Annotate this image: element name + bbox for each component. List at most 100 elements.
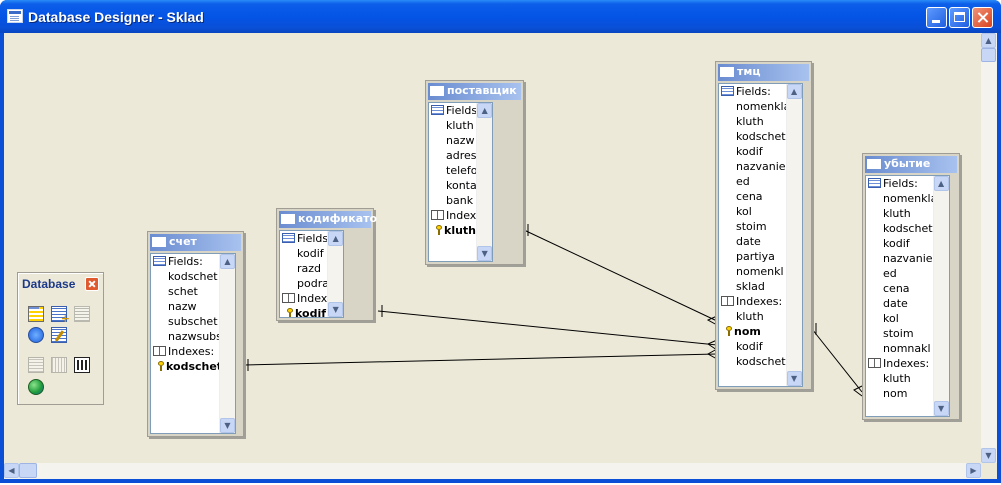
index-item[interactable]: nom (719, 324, 802, 339)
list-item[interactable]: nazvanie (883, 252, 933, 265)
delete-field-icon[interactable] (74, 306, 90, 322)
list-item[interactable]: partiya (736, 250, 775, 263)
globe-icon[interactable] (28, 379, 44, 395)
palette-header[interactable]: Database (20, 275, 101, 293)
list-item[interactable]: date (736, 235, 761, 248)
scroll-left-icon[interactable]: ◀ (4, 463, 19, 478)
database-palette[interactable]: Database (17, 272, 104, 405)
vertical-scrollbar[interactable]: ▲ ▼ (981, 33, 997, 463)
scroll-up-icon[interactable]: ▲ (786, 84, 802, 99)
list-item[interactable]: nazw (168, 300, 197, 313)
app-icon[interactable] (7, 9, 23, 23)
list-item[interactable]: ed (883, 267, 897, 280)
list-item[interactable]: sklad (736, 280, 765, 293)
table-field-list[interactable]: Fields: kluth nazw adres telefon kontact… (428, 102, 494, 262)
table-field-list[interactable]: Fields: nomenklatu kluth kodschet kodif … (865, 175, 950, 417)
diagram-canvas[interactable]: счет Fields: kodschet schet nazw subsche… (4, 33, 981, 463)
list-item[interactable]: nomenklatu (736, 100, 802, 113)
list-item[interactable]: ed (736, 175, 750, 188)
minimize-button[interactable] (926, 7, 947, 28)
list-item[interactable]: nomenkl (736, 265, 784, 278)
table-header[interactable]: тмц (718, 64, 809, 81)
disabled-tool-icon[interactable] (28, 357, 44, 373)
add-field-icon[interactable] (51, 306, 70, 325)
edit-table-icon[interactable] (51, 327, 67, 343)
scroll-right-icon[interactable]: ▶ (966, 463, 981, 478)
maximize-button[interactable] (949, 7, 970, 28)
palette-close-icon[interactable] (85, 277, 99, 291)
scroll-down-icon[interactable]: ▼ (477, 246, 493, 261)
list-item[interactable]: subschet (168, 315, 218, 328)
list-item[interactable]: stoim (883, 327, 914, 340)
table-scrollbar[interactable]: ▲ ▼ (218, 254, 235, 433)
index-item[interactable]: nom (883, 387, 908, 400)
table-scrollbar[interactable]: ▲ ▼ (932, 176, 949, 416)
table-scrollbar[interactable]: ▲ ▼ (785, 84, 802, 386)
table-header[interactable]: убытие (865, 156, 957, 173)
list-item[interactable]: kol (736, 205, 752, 218)
table-ubytie[interactable]: убытие Fields: nomenklatu kluth kodschet… (862, 153, 960, 420)
list-item[interactable]: kodif (883, 237, 910, 250)
list-item[interactable]: kluth (446, 119, 474, 132)
scroll-down-icon[interactable]: ▼ (219, 418, 235, 433)
table-field-list[interactable]: Fields: nomenklatu kluth kodschet kodif … (718, 83, 803, 387)
add-link-icon[interactable] (28, 327, 44, 343)
table-scrollbar[interactable]: ▲ ▼ (476, 103, 493, 261)
scroll-up-icon[interactable]: ▲ (981, 33, 996, 48)
list-item[interactable]: kodif (297, 247, 324, 260)
list-item[interactable]: nazw (446, 134, 475, 147)
list-item[interactable]: nazvanie (736, 160, 786, 173)
list-item[interactable]: date (883, 297, 908, 310)
scroll-up-icon[interactable]: ▲ (933, 176, 949, 191)
table-field-list[interactable]: Fields: kodschet schet nazw subschet naz… (150, 253, 236, 434)
list-item[interactable]: nazwsubsch (168, 330, 235, 343)
list-item[interactable]: kol (883, 312, 899, 325)
scroll-down-icon[interactable]: ▼ (328, 302, 344, 317)
table-tmc[interactable]: тмц Fields: nomenklatu kluth kodschet ko… (715, 61, 812, 390)
disabled-tool-icon[interactable] (51, 357, 67, 373)
horizontal-scroll-thumb[interactable] (19, 463, 37, 478)
list-item[interactable]: kodschet (168, 270, 218, 283)
list-item[interactable]: kluth (736, 115, 764, 128)
list-item[interactable]: nomnakl (883, 342, 931, 355)
list-item[interactable]: cena (736, 190, 763, 203)
list-item[interactable]: telefon (446, 164, 485, 177)
index-item[interactable]: kluth (429, 223, 492, 238)
table-field-list[interactable]: Fields: kodif razd podrazd Indexes: kodi… (279, 230, 345, 318)
index-item[interactable]: kluth (883, 372, 911, 385)
title-bar[interactable]: Database Designer - Sklad (0, 0, 1001, 33)
index-item[interactable]: kodif (280, 306, 343, 317)
list-item[interactable]: kodschet (736, 130, 786, 143)
table-header[interactable]: поставщик (428, 83, 521, 100)
scroll-down-icon[interactable]: ▼ (933, 401, 949, 416)
table-header[interactable]: счет (150, 234, 241, 251)
index-item[interactable]: kodschet (736, 355, 786, 368)
index-item[interactable]: kodschet (151, 359, 235, 374)
scroll-up-icon[interactable]: ▲ (477, 103, 493, 118)
calculator-icon[interactable] (74, 357, 90, 373)
list-item[interactable]: kluth (883, 207, 911, 220)
close-button[interactable] (972, 7, 993, 28)
horizontal-scrollbar[interactable]: ◀ ▶ (4, 463, 981, 479)
size-grip[interactable] (981, 463, 997, 479)
scroll-up-icon[interactable]: ▲ (328, 231, 344, 246)
list-item[interactable]: bank (446, 194, 474, 207)
table-schet[interactable]: счет Fields: kodschet schet nazw subsche… (147, 231, 244, 437)
table-kodifikator[interactable]: кодификато Fields: kodif razd podrazd In… (276, 208, 377, 321)
table-scrollbar[interactable]: ▲ ▼ (327, 231, 344, 317)
list-item[interactable]: kodif (736, 145, 763, 158)
table-header[interactable]: кодификато (279, 211, 377, 228)
vertical-scroll-thumb[interactable] (981, 48, 996, 62)
list-item[interactable]: stoim (736, 220, 767, 233)
index-item[interactable]: kluth (736, 310, 764, 323)
list-item[interactable]: nomenklatu (883, 192, 949, 205)
list-item[interactable]: razd (297, 262, 322, 275)
table-postavshik[interactable]: поставщик Fields: kluth nazw adres telef… (425, 80, 524, 265)
scroll-down-icon[interactable]: ▼ (981, 448, 996, 463)
list-item[interactable]: adres (446, 149, 477, 162)
list-item[interactable]: kodschet (883, 222, 933, 235)
scroll-up-icon[interactable]: ▲ (219, 254, 235, 269)
list-item[interactable]: cena (883, 282, 910, 295)
index-item[interactable]: kodif (736, 340, 763, 353)
add-table-icon[interactable] (28, 306, 44, 322)
